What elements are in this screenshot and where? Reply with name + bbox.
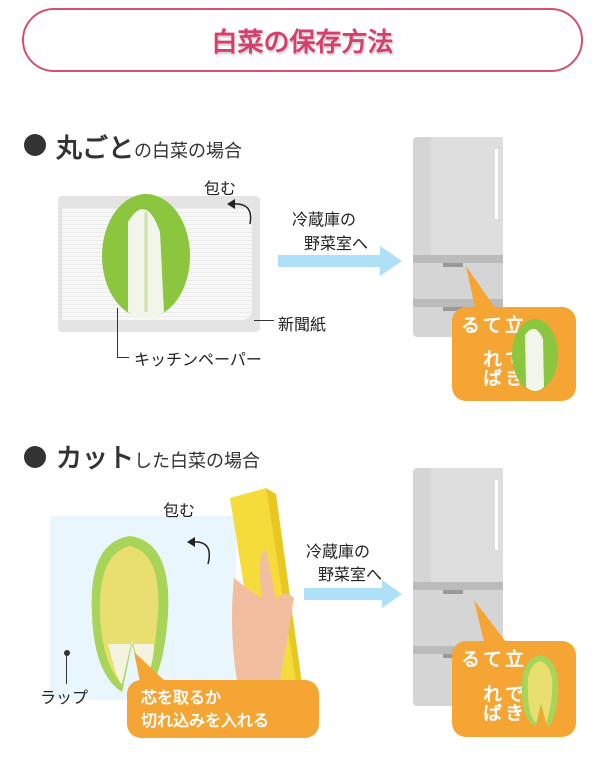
fridge-label-line1: 冷蔵庫の [306,542,371,561]
wrap-label: 包む [204,179,237,198]
cabbage-cut-icon [91,536,169,692]
bubble-text-col2: 立てる [458,649,524,668]
leader-line [66,654,67,684]
right-arrow-icon [304,580,402,608]
cabbage-cut-small-icon [521,655,559,727]
tip-line1: 芯を取るか [141,688,222,707]
section-heading-cut: カットした白菜の場合 [56,438,260,475]
newspaper-label: 新聞紙 [278,315,327,334]
section-heading-whole: 丸ごとの白菜の場合 [56,128,242,165]
leader-line [254,320,274,321]
leader-dot [64,650,70,656]
bubble-pointer [474,600,506,642]
wrap-roll-hand-icon [230,488,302,702]
title-banner: 白菜の保存方法 [22,8,583,72]
bubble-text-col2: 立てる [458,315,524,334]
cabbage-whole-icon [102,194,190,319]
fridge-label-line1: 冷蔵庫の [292,210,357,229]
stand-upright-bubble: できれば 立てる [452,641,576,737]
stand-upright-bubble: できれば立てる [452,307,576,401]
heading-rest: の白菜の場合 [134,141,243,162]
curved-arrow-icon [187,537,210,565]
wrap-label: 包む [163,501,196,520]
bubble-pointer [466,266,498,312]
page-title: 白菜の保存方法 [211,27,394,58]
bullet-icon [24,134,46,156]
wrap-film-label: ラップ [40,688,89,707]
fridge-label-line2: 野菜室へ [318,565,383,584]
leader-line [117,308,129,358]
bubble-text-col1: できれば [480,684,524,723]
heading-bold: 丸ごと [56,134,135,164]
core-cut-tip-bubble: 芯を取るか 切れ込みを入れる [127,680,319,738]
cabbage-whole-small-icon [512,319,558,391]
right-arrow-icon [278,246,402,276]
kitchen-paper-label: キッチンペーパー [134,350,262,369]
bubble-pointer [134,652,166,682]
curved-arrow-icon [227,199,252,225]
bullet-icon [24,446,46,468]
fridge-label-line2: 野菜室へ [304,234,369,253]
heading-bold: カット [56,444,135,474]
tip-line2: 切れ込みを入れる [141,711,270,730]
heading-rest: した白菜の場合 [134,451,261,472]
